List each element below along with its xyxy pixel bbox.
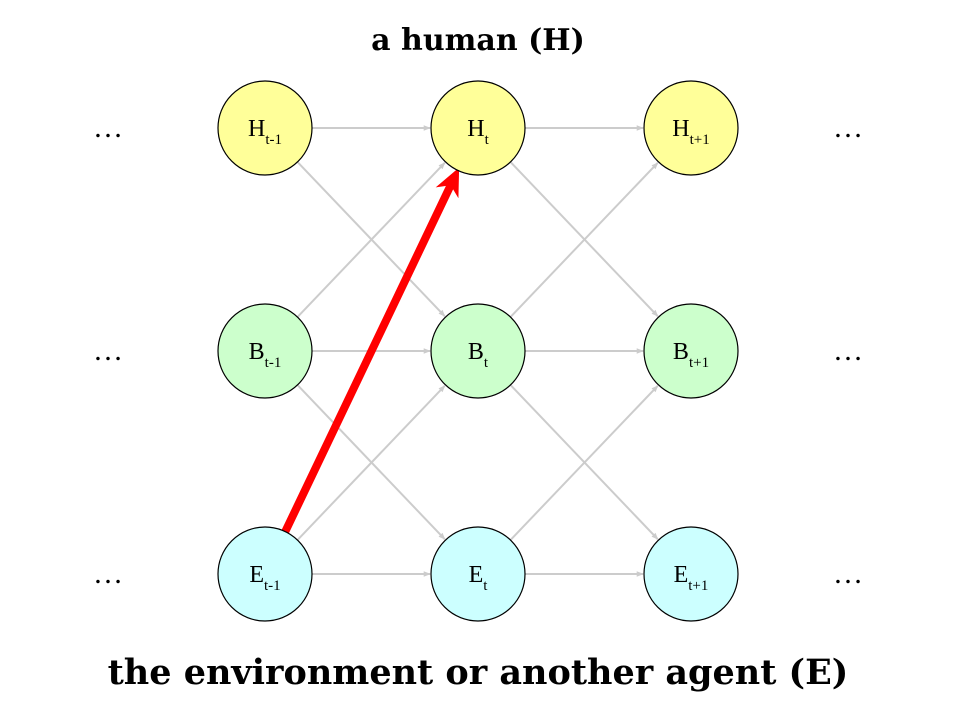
node-label-E_t: Et [469, 562, 489, 594]
node-circle-E_t [430, 526, 526, 622]
node-letter-H_t+1: H [672, 116, 689, 142]
edge-E_t-1-to-B_t [296, 385, 446, 541]
ellipsis-left-environment: … [93, 557, 123, 590]
ellipsis-left-human: … [93, 111, 123, 144]
node-H_t: Ht [430, 80, 526, 176]
ellipsis-right-body: … [833, 334, 863, 367]
node-B_t: Bt [430, 303, 526, 399]
node-subscript-B_t+1: t+1 [689, 355, 709, 371]
node-H_t+1: Ht+1 [643, 80, 739, 176]
node-letter-E_t-1: E [249, 562, 264, 588]
ellipsis-right-environment: … [833, 557, 863, 590]
node-circle-B_t [430, 303, 526, 399]
node-subscript-E_t-1: t-1 [264, 578, 281, 594]
node-circle-H_t-1 [217, 80, 313, 176]
node-B_t-1: Bt-1 [217, 303, 313, 399]
node-subscript-H_t+1: t+1 [690, 132, 710, 148]
node-circle-E_t+1 [643, 526, 739, 622]
node-label-B_t-1: Bt-1 [249, 339, 282, 371]
edges-layer [296, 125, 659, 577]
node-letter-E_t+1: E [674, 562, 689, 588]
ellipsis-group: … … … … … … [93, 111, 863, 590]
node-circle-B_t+1 [643, 303, 739, 399]
edge-E_t-to-B_t+1 [509, 385, 659, 541]
node-label-H_t+1: Ht+1 [672, 116, 709, 148]
node-label-E_t+1: Et+1 [674, 562, 709, 594]
node-B_t+1: Bt+1 [643, 303, 739, 399]
node-subscript-H_t-1: t-1 [265, 132, 282, 148]
ellipsis-right-human: … [833, 111, 863, 144]
ellipsis-left-body: … [93, 334, 123, 367]
diagram-title-top: a human (H) [371, 23, 585, 58]
node-label-B_t+1: Bt+1 [673, 339, 709, 371]
diagram-title-bottom: the environment or another agent (E) [108, 652, 849, 693]
node-circle-H_t+1 [643, 80, 739, 176]
node-label-E_t-1: Et-1 [249, 562, 280, 594]
node-E_t: Et [430, 526, 526, 622]
edge-B_t-1-to-H_t [296, 162, 446, 318]
node-subscript-E_t+1: t+1 [688, 578, 708, 594]
node-label-H_t-1: Ht-1 [248, 116, 282, 148]
node-circle-H_t [430, 80, 526, 176]
node-circle-B_t-1 [217, 303, 313, 399]
node-E_t+1: Et+1 [643, 526, 739, 622]
node-E_t-1: Et-1 [217, 526, 313, 622]
node-label-B_t: Bt [468, 339, 489, 371]
node-letter-H_t-1: H [248, 116, 265, 142]
node-label-H_t: Ht [467, 116, 489, 148]
highlight-layer [278, 167, 460, 542]
node-letter-B_t: B [468, 339, 484, 365]
node-letter-B_t+1: B [673, 339, 689, 365]
node-subscript-B_t: t [484, 355, 489, 371]
node-H_t-1: Ht-1 [217, 80, 313, 176]
node-circle-E_t-1 [217, 526, 313, 622]
edge-B_t-to-H_t+1 [509, 162, 659, 318]
highlighted-edge-E_t-1-to-H_t [278, 167, 460, 542]
node-subscript-H_t: t [485, 132, 490, 148]
node-letter-E_t: E [469, 562, 484, 588]
node-letter-B_t-1: B [249, 339, 265, 365]
node-letter-H_t: H [467, 116, 484, 142]
node-subscript-B_t-1: t-1 [265, 355, 282, 371]
node-subscript-E_t: t [483, 578, 488, 594]
